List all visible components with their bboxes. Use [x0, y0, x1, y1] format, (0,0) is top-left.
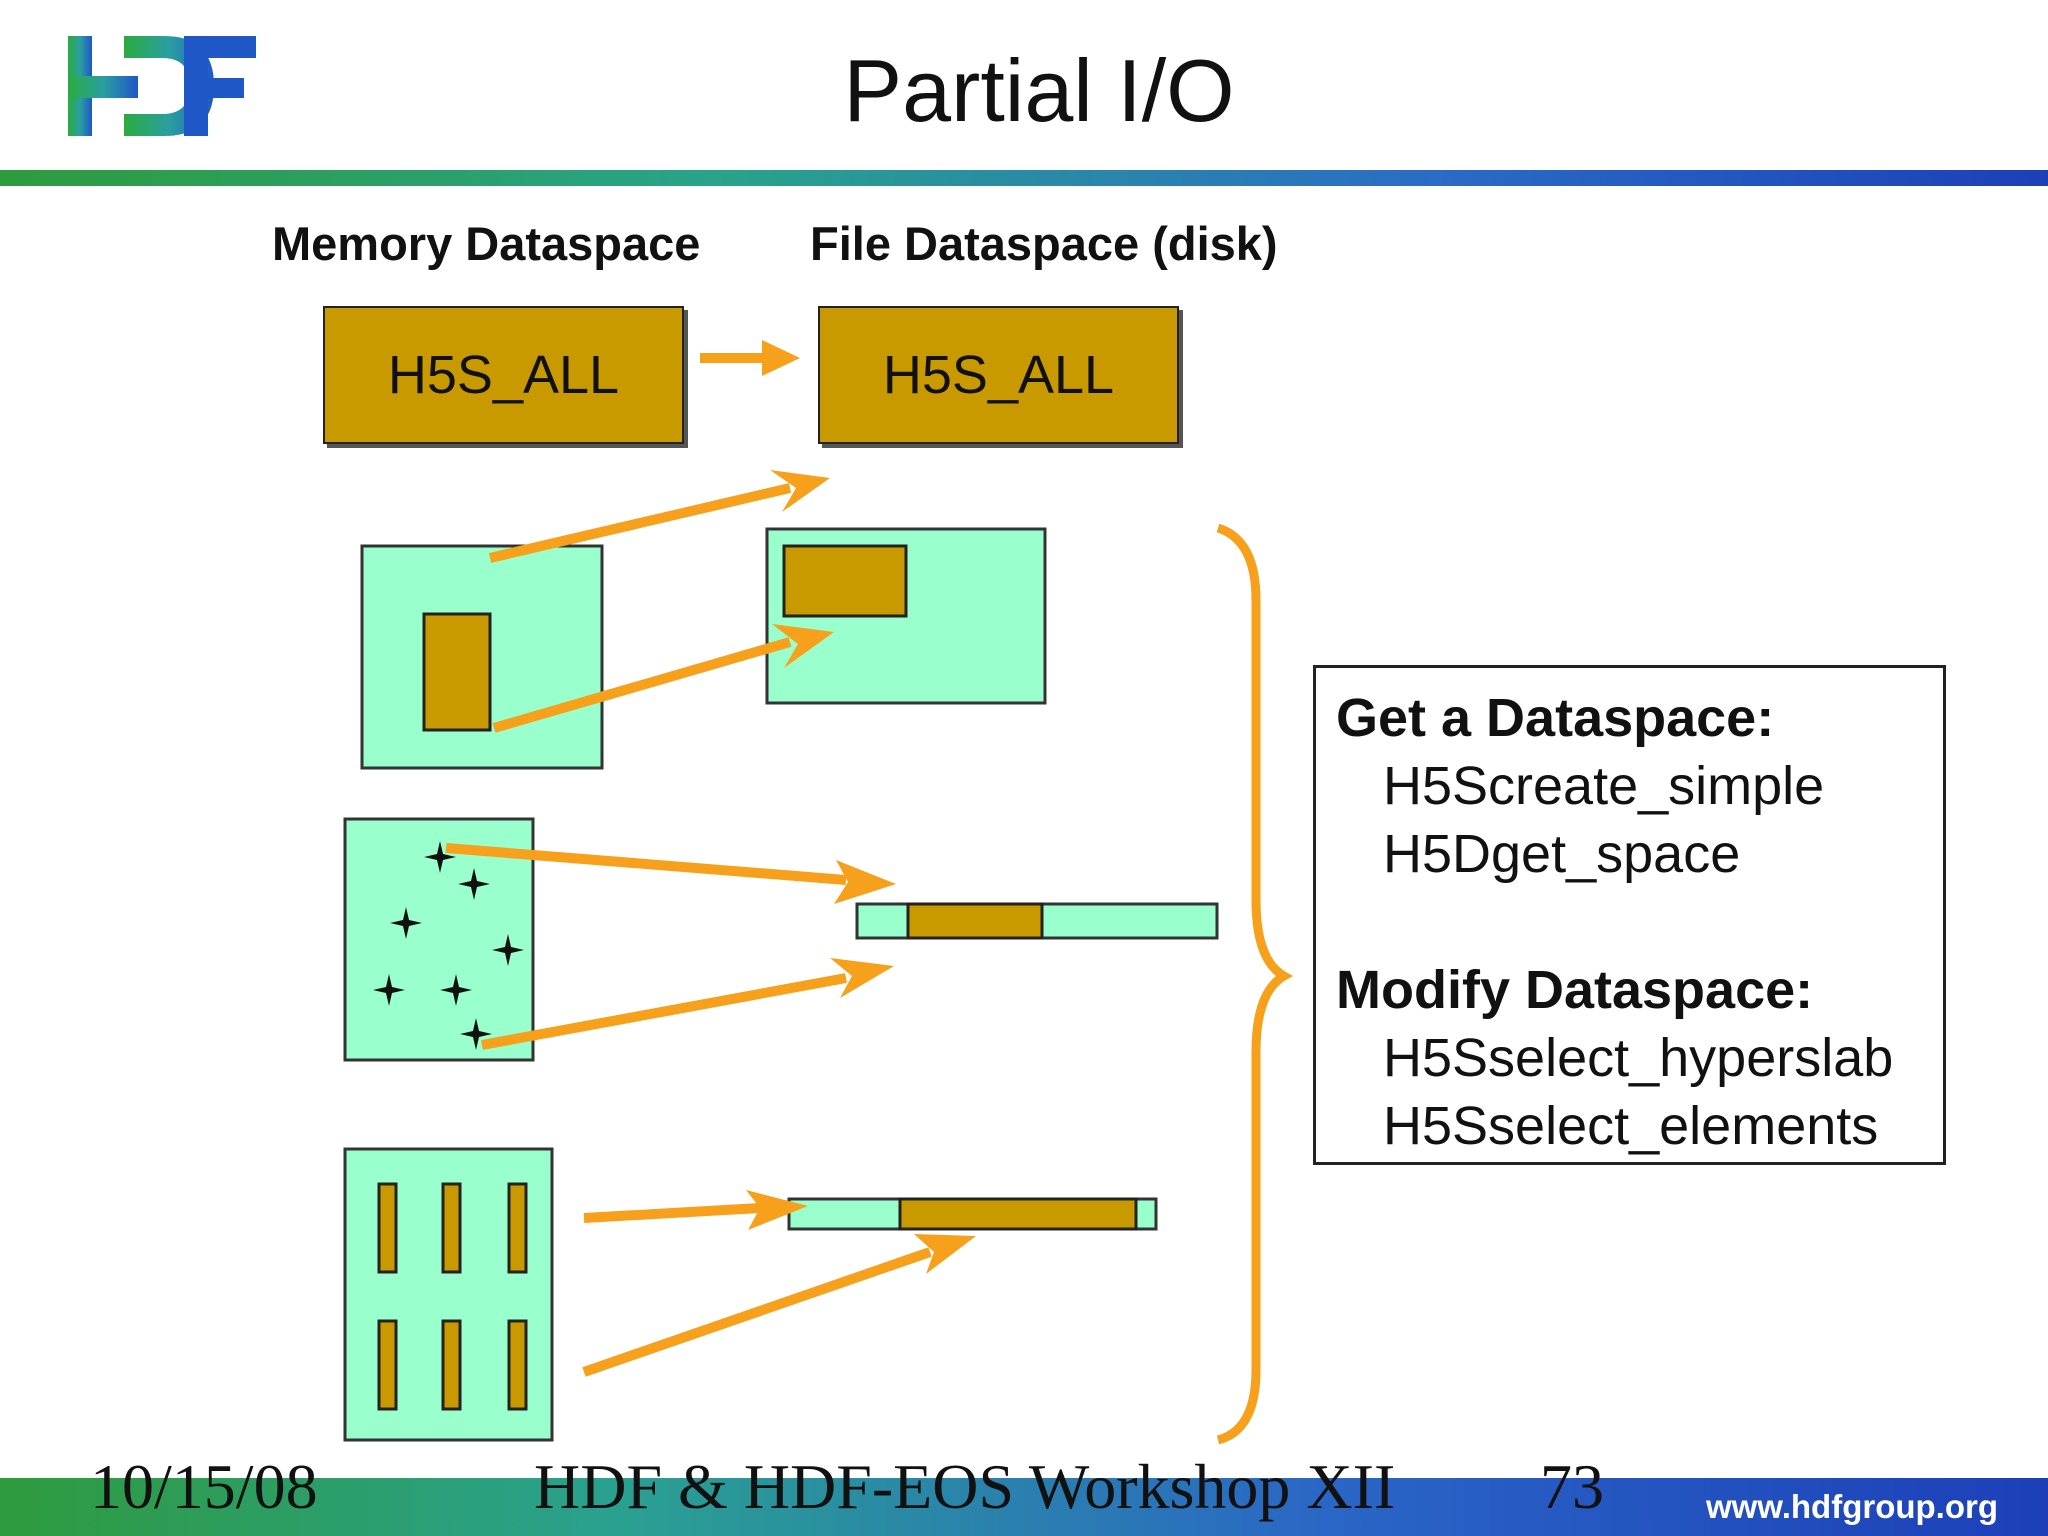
file-h5s-all-box: H5S_ALL [818, 306, 1179, 444]
title-underline [0, 170, 2048, 186]
footer-band [0, 1478, 2048, 1536]
function-h5dget-space: H5Dget_space [1383, 824, 1741, 884]
file-block-1 [782, 544, 908, 618]
footer-event: HDF & HDF-EOS Workshop XII [534, 1451, 1396, 1522]
page-title: Partial I/O [843, 41, 1235, 140]
bar-2 [441, 1182, 462, 1274]
file-dataspace-header: File Dataspace (disk) [810, 217, 1278, 270]
memory-block-1 [422, 612, 492, 732]
footer-page-number: 73 [1540, 1451, 1604, 1522]
bar-3 [507, 1182, 528, 1274]
get-dataspace-heading: Get a Dataspace: [1336, 688, 1775, 748]
arrow-row1-b [492, 624, 834, 733]
arrow-row1-a [488, 470, 830, 563]
footer-date: 10/15/08 [90, 1451, 318, 1522]
function-h5screate-simple: H5Screate_simple [1383, 756, 1825, 816]
bar-4 [377, 1319, 398, 1411]
memory-h5s-all-box: H5S_ALL [323, 306, 684, 444]
arrow-row3-a [583, 1190, 808, 1230]
file-segment-2 [906, 902, 1044, 940]
file-segment-3 [898, 1197, 1138, 1231]
function-h5sselect-hyperslab: H5Sselect_hyperslab [1383, 1028, 1894, 1088]
curly-brace [1216, 523, 1294, 1445]
arrow-row3-b [582, 1234, 976, 1377]
memory-dataspace-header: Memory Dataspace [272, 217, 701, 270]
modify-dataspace-heading: Modify Dataspace: [1336, 960, 1814, 1020]
bar-5 [441, 1319, 462, 1411]
bar-1 [377, 1182, 398, 1274]
footer-url: www.hdfgroup.org [1705, 1488, 1998, 1525]
bar-6 [507, 1319, 528, 1411]
function-h5sselect-elements: H5Sselect_elements [1383, 1096, 1879, 1156]
dataspace-functions-box: Get a Dataspace: H5Screate_simple H5Dget… [1313, 665, 1946, 1165]
hdf-logo [68, 36, 256, 136]
arrow-row2-a [445, 843, 896, 904]
arrow-h5s-all [700, 340, 800, 376]
arrow-row2-b [481, 958, 894, 1050]
